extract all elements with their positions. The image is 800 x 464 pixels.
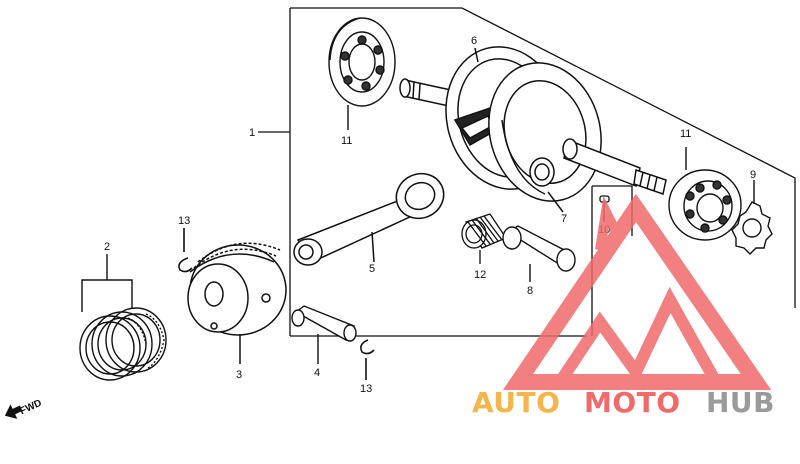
crank-pin (502, 225, 576, 282)
fwd-label: FWD (18, 398, 43, 418)
callout-6: 6 (471, 35, 477, 47)
callout-7: 7 (561, 213, 567, 225)
callout-13-lower: 13 (360, 383, 372, 395)
connecting-rod (293, 172, 445, 266)
circlip-lower (360, 339, 375, 380)
callout-1: 1 (249, 127, 255, 139)
callout-5: 5 (369, 263, 375, 275)
automotohub-wordmark: AUTO MOTO HUB (472, 386, 775, 419)
piston-rings (79, 254, 167, 381)
piston-pin (291, 305, 357, 364)
callout-9: 9 (750, 169, 756, 181)
callout-3: 3 (236, 369, 242, 381)
bearing-right (668, 147, 742, 241)
callout-2: 2 (104, 241, 110, 253)
callout-11-left: 11 (341, 135, 352, 147)
callout-4: 4 (314, 367, 320, 379)
needle-bearing (461, 213, 507, 264)
callout-8: 8 (527, 285, 533, 297)
circlip-upper (178, 228, 193, 273)
callout-12: 12 (474, 269, 486, 281)
automotohub-logo (502, 193, 772, 390)
wordmark-part2: MOTO (584, 386, 681, 419)
crankshaft (399, 46, 667, 213)
bearing-left (328, 17, 396, 130)
fwd-arrow-icon: FWD (4, 398, 44, 419)
wordmark-part1: AUTO (472, 386, 560, 419)
wordmark-part3: HUB (706, 386, 775, 419)
callout-13-upper: 13 (178, 215, 190, 227)
gear-part (731, 180, 773, 255)
piston (187, 242, 287, 364)
callout-11-right: 11 (680, 128, 691, 140)
